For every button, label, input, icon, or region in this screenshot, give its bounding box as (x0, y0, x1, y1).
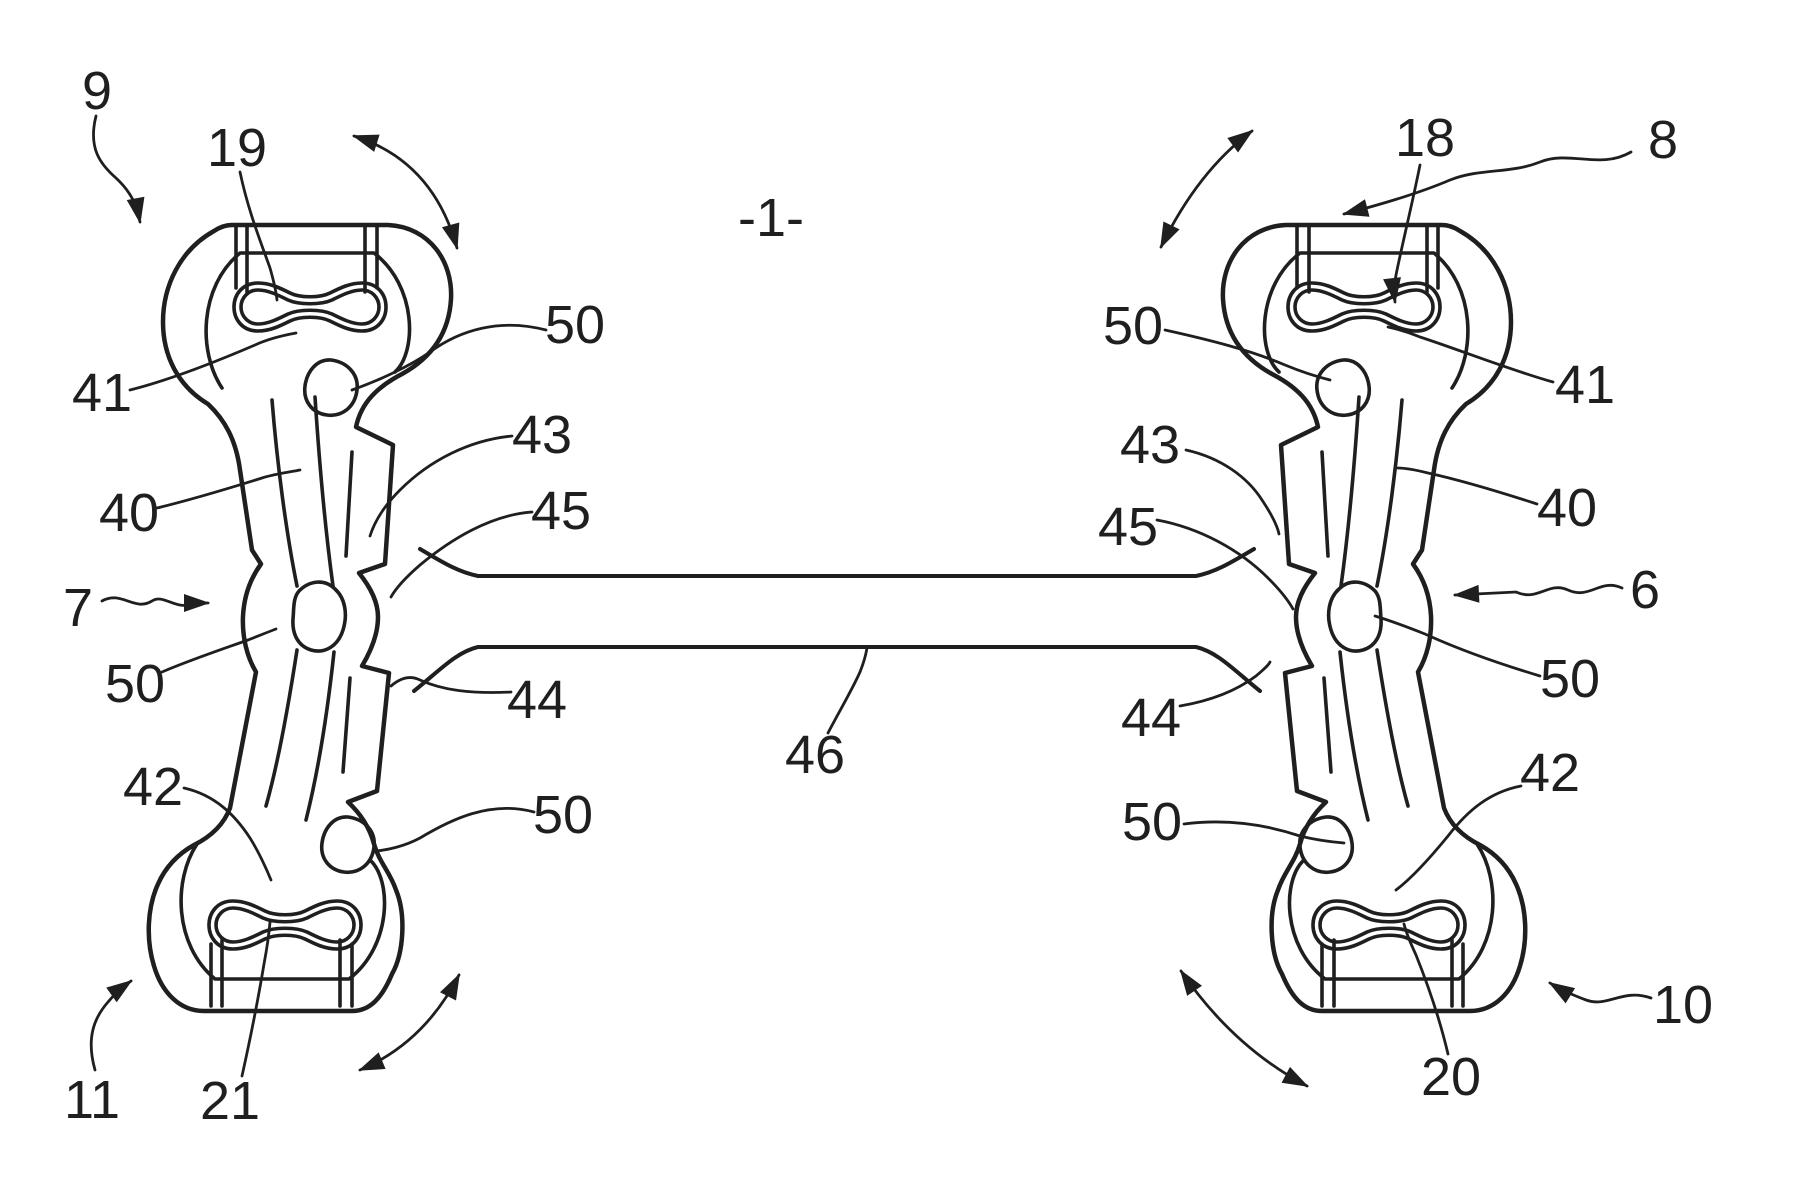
leader-11 (89, 979, 133, 1072)
leader-8 (1342, 150, 1633, 217)
leader-7 (100, 594, 210, 612)
label-50-mid-left: 50 (105, 654, 165, 714)
label-50-mid-right: 50 (1540, 649, 1600, 709)
right-link-plate (1223, 225, 1525, 1011)
rotation-arrow-bottom-left (358, 973, 461, 1072)
rotation-arrows (352, 129, 1309, 1088)
label-11: 11 (64, 1070, 120, 1130)
leader-50-bottom-right (1182, 820, 1346, 845)
leader-40-right (1396, 466, 1539, 506)
leader-18 (1383, 163, 1422, 304)
leader-46 (826, 646, 869, 735)
label-43-right: 43 (1120, 415, 1180, 475)
crossbar-top-line (418, 547, 1256, 578)
label-41-right: 41 (1555, 355, 1615, 415)
leader-45-left (389, 510, 534, 599)
leader-9 (92, 114, 145, 224)
leader-41-right (1386, 325, 1555, 384)
leader-44-left (389, 676, 513, 694)
leader-42-right (1394, 784, 1523, 892)
label-50-top-right: 50 (1103, 296, 1163, 356)
rotation-arrow-top-right (1159, 129, 1254, 249)
leader-10 (1548, 981, 1653, 1004)
label-45-left: 45 (531, 481, 591, 541)
leader-50-mid-right (1373, 614, 1542, 678)
leader-43-left (368, 434, 514, 538)
label-44-right: 44 (1121, 688, 1181, 748)
leader-20 (1402, 922, 1450, 1056)
rotation-arrow-top-left (352, 134, 460, 250)
label-8: 8 (1648, 110, 1678, 170)
figure-number: -1- (738, 188, 804, 248)
label-21: 21 (200, 1071, 260, 1131)
leader-40-left (155, 468, 302, 510)
label-42-right: 42 (1520, 743, 1580, 803)
leader-lines (89, 114, 1653, 1078)
label-45-right: 45 (1098, 497, 1158, 557)
leader-50-mid-left (160, 627, 278, 674)
label-46: 46 (785, 725, 845, 785)
label-50-bottom-right: 50 (1122, 792, 1182, 852)
leader-45-right (1155, 518, 1295, 611)
label-42-left: 42 (123, 757, 183, 817)
rotation-arrow-bottom-right (1179, 969, 1309, 1088)
leader-19 (238, 170, 279, 302)
label-40-left: 40 (99, 483, 159, 543)
label-20: 20 (1421, 1047, 1481, 1107)
leader-50-bottom-left (374, 807, 536, 853)
label-6: 6 (1630, 560, 1660, 620)
label-41-left: 41 (72, 363, 132, 423)
crossbar-bottom-line (412, 645, 1262, 693)
leader-43-right (1184, 448, 1281, 536)
label-43-left: 43 (512, 405, 572, 465)
label-18: 18 (1395, 108, 1455, 168)
leader-50-top-right (1163, 328, 1332, 382)
leader-41-left (128, 331, 298, 392)
label-19: 19 (207, 118, 267, 178)
label-9: 9 (82, 61, 112, 121)
leader-50-top-left (350, 323, 548, 392)
label-50-bottom-left: 50 (533, 785, 593, 845)
left-link-plate (149, 225, 451, 1011)
leader-6 (1453, 583, 1624, 603)
label-40-right: 40 (1537, 478, 1597, 538)
label-7: 7 (63, 578, 93, 638)
label-10: 10 (1653, 975, 1713, 1035)
leader-44-right (1178, 660, 1272, 708)
leader-42-left (182, 786, 273, 882)
label-50-top-left: 50 (545, 295, 605, 355)
label-44-left: 44 (507, 670, 567, 730)
leader-21 (240, 920, 272, 1078)
